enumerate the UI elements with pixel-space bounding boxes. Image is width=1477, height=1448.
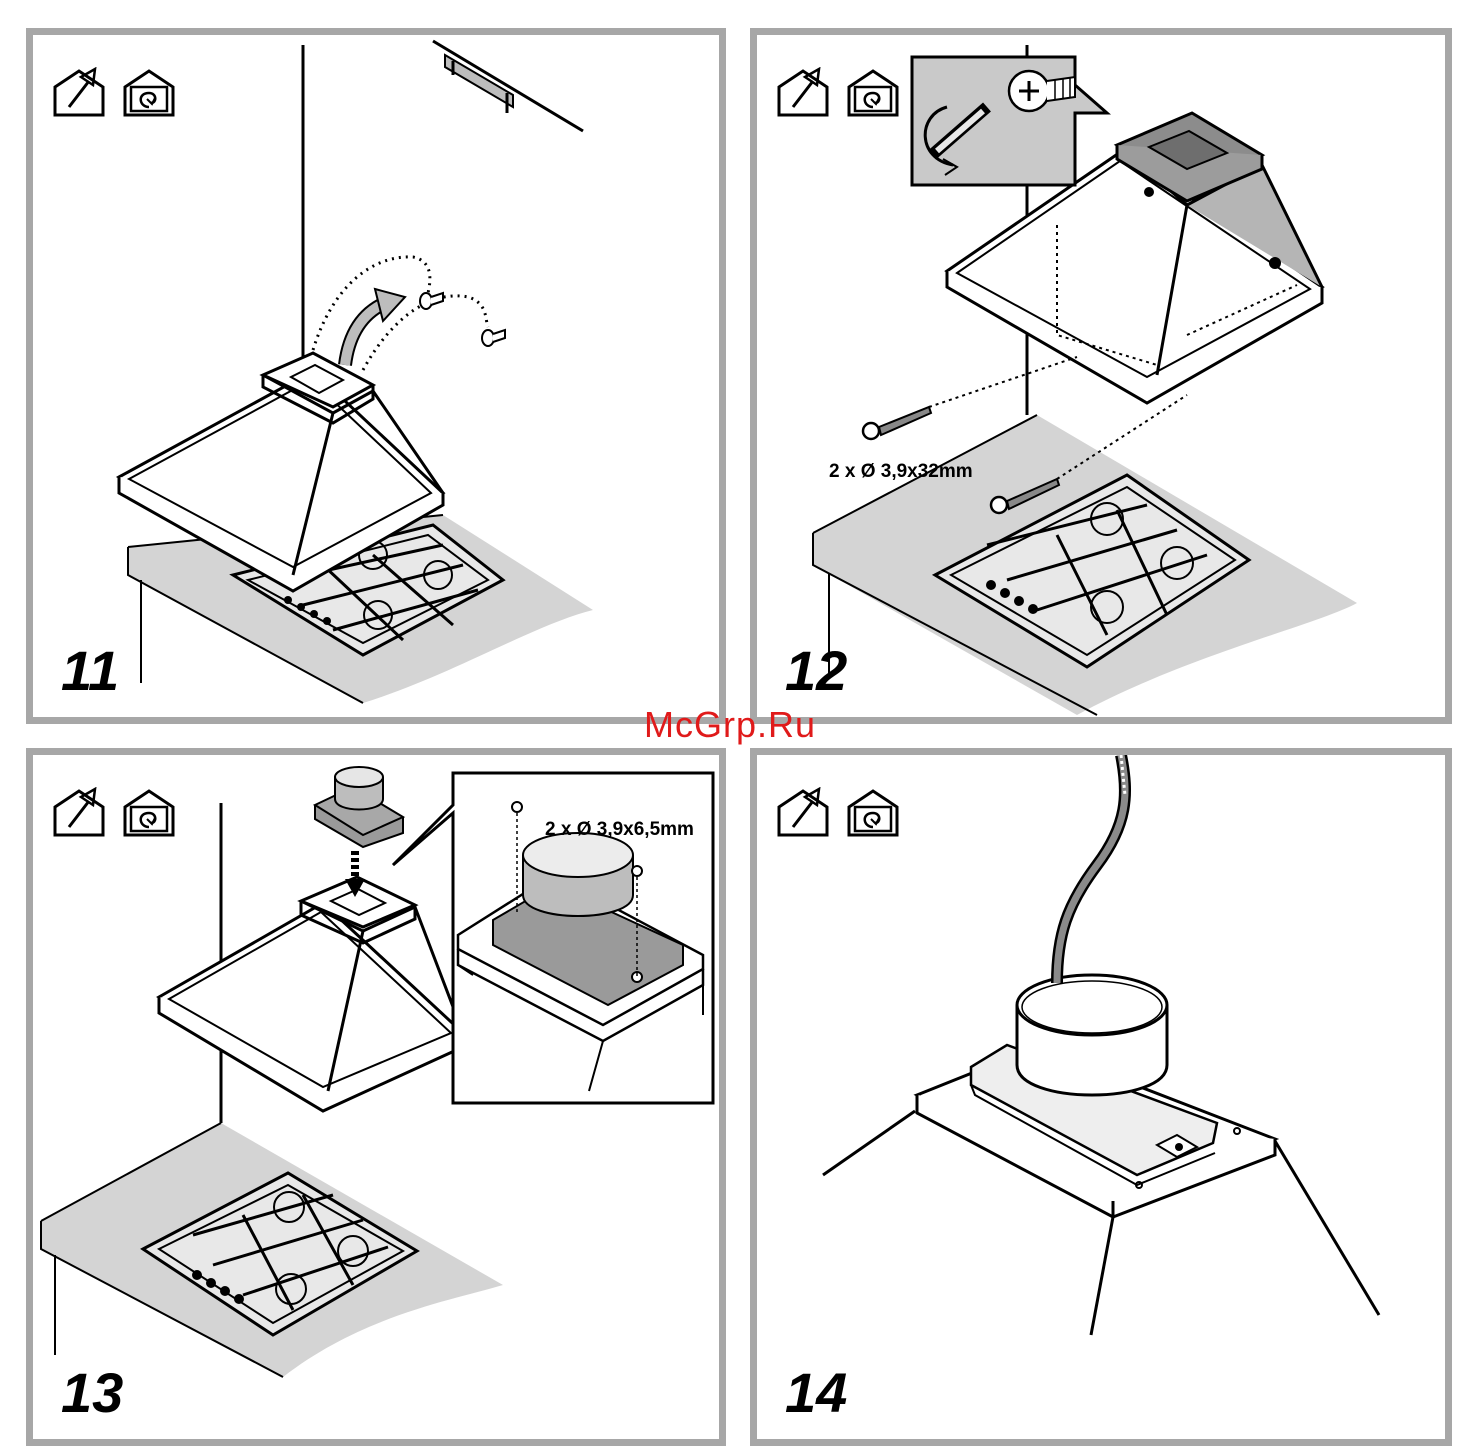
step-number: 11 [61,643,119,699]
ducted-extraction-icon [55,789,103,835]
step-number: 12 [785,643,847,699]
long-screw [863,407,931,439]
step-14-panel: 14 [750,748,1452,1446]
recirculation-icon [849,71,897,115]
step-12-panel: 2 x Ø 3,9x32mm 12 [750,28,1452,724]
cooker-hood [159,877,463,1111]
installation-type-icons [51,67,181,119]
installation-type-icons [775,67,905,119]
installation-type-icons [51,787,181,839]
step-11-panel: 11 [26,28,726,724]
ducted-extraction-icon [55,69,103,115]
step-number: 13 [61,1365,123,1421]
step-13-panel: 2 x Ø 3,9x6,5mm 13 [26,748,726,1446]
screw [420,293,443,309]
step-14-illustration [757,755,1445,1439]
screw-size-label: 2 x Ø 3,9x6,5mm [545,819,694,841]
step-13-illustration [33,755,719,1439]
screw-size-label: 2 x Ø 3,9x32mm [829,461,973,483]
screw [482,330,505,346]
recirculation-icon [125,791,173,835]
ducted-extraction-icon [779,69,827,115]
installation-type-icons [775,787,905,839]
recirculation-icon [849,791,897,835]
step-11-illustration [33,35,719,717]
step-number: 14 [785,1365,847,1421]
duct-adapter [315,767,403,847]
screwdriver-detail-inset [912,57,1107,185]
step-12-illustration [757,35,1445,717]
ducted-extraction-icon [779,789,827,835]
watermark: McGrp.Ru [644,704,816,746]
recirculation-icon [125,71,173,115]
